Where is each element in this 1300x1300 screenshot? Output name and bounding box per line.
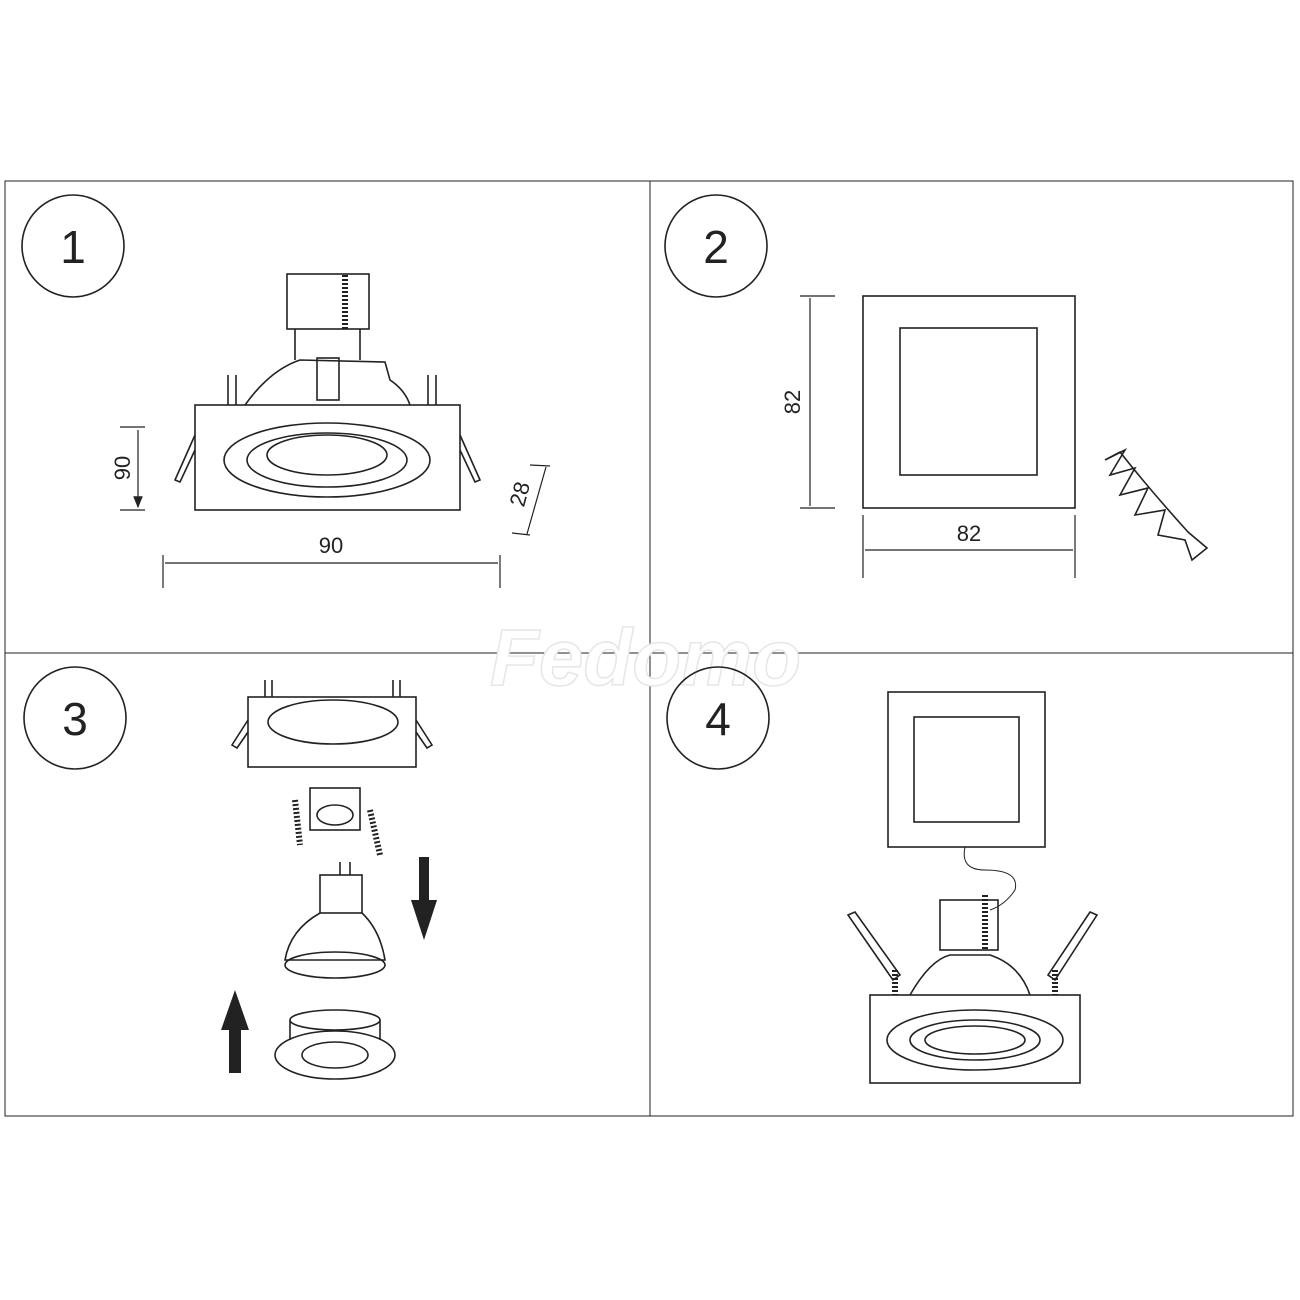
step-2-badge: 2 [664,194,768,298]
dimension-depth-step-1: 28 [505,464,551,536]
step-3-badge: 3 [23,666,127,770]
svg-text:28: 28 [505,479,535,509]
svg-text:90: 90 [110,456,135,480]
svg-text:1: 1 [60,221,86,273]
svg-text:90: 90 [319,533,343,558]
svg-text:4: 4 [705,693,731,745]
panel-grid [4,180,1294,1117]
installed-fixture-drawing [846,691,1099,1084]
dimension-height-step-1: 90 [110,426,145,511]
dimension-height-step-2: 82 [780,295,835,509]
svg-text:82: 82 [780,390,805,414]
watermark: Fedomo [490,613,801,702]
svg-text:2: 2 [703,221,729,273]
dimension-width-step-1: 90 [162,533,501,588]
arrow-up-icon [221,990,249,1073]
fixture-drawing-step-1 [173,273,482,511]
ceiling-cutout-drawing [862,295,1209,562]
exploded-assembly-drawing [230,680,434,1080]
svg-text:3: 3 [62,693,88,745]
svg-text:82: 82 [957,521,981,546]
dimension-width-step-2: 82 [862,515,1076,578]
arrow-down-icon [411,857,437,940]
step-4-badge: 4 [666,666,770,770]
step-1-badge: 1 [21,194,125,298]
